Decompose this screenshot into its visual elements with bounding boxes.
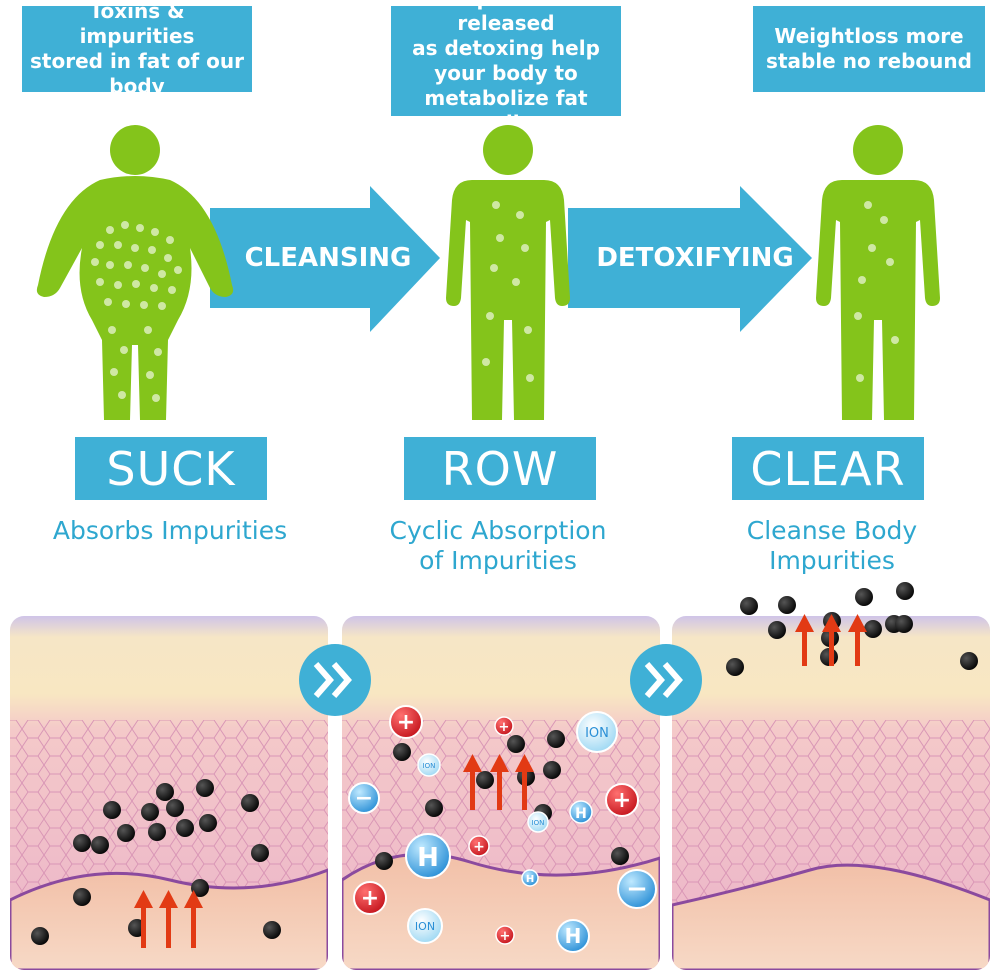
chevron-right-icon	[630, 644, 702, 716]
ion-badges: ION ION ION ION	[407, 711, 618, 944]
up-arrows-clear	[795, 614, 867, 666]
stage-title-clear: CLEAR	[732, 437, 924, 500]
skin-panel-clear	[672, 616, 990, 970]
note-toxins-stored: Toxins & impurities stored in fat of our…	[22, 0, 252, 98]
cleansing-arrow	[210, 186, 440, 332]
svg-text:H: H	[575, 806, 587, 822]
stage-desc-clear: Cleanse Body Impurities	[746, 516, 918, 575]
up-arrows-suck	[134, 890, 203, 948]
chevron-right-icon	[299, 644, 371, 716]
slim-body-figure-3	[816, 125, 940, 420]
svg-text:+: +	[613, 788, 631, 813]
cleansing-label: CLEANSING	[244, 243, 412, 273]
svg-text:+: +	[500, 929, 511, 944]
hydrogen-badges: H H H H	[405, 800, 593, 953]
svg-text:+: +	[361, 886, 379, 911]
minus-ion-badges: − −	[348, 782, 657, 909]
fat-body-dots	[91, 221, 182, 402]
note-impurities-released: Impurities released as detoxing help you…	[391, 0, 621, 135]
svg-text:H: H	[526, 874, 534, 885]
slim-body-dots-2	[482, 201, 534, 382]
detoxifying-arrow	[568, 186, 812, 332]
svg-text:H: H	[417, 843, 439, 873]
svg-text:H: H	[565, 924, 582, 948]
up-arrows-row	[463, 754, 534, 810]
stage-desc-suck: Absorbs Impurities	[52, 516, 288, 545]
svg-text:−: −	[626, 874, 648, 904]
svg-text:ION: ION	[423, 762, 436, 770]
svg-text:ION: ION	[585, 726, 609, 741]
stage-title-row: ROW	[404, 437, 596, 500]
svg-text:+: +	[473, 839, 485, 855]
plus-ion-badges: + + + + + +	[353, 705, 639, 945]
svg-text:−: −	[355, 786, 373, 811]
stage-title-suck: SUCK	[75, 437, 267, 500]
svg-text:+: +	[397, 710, 415, 735]
slim-body-figure-2	[446, 125, 570, 420]
detoxifying-label: DETOXIFYING	[596, 243, 794, 273]
toxin-particles-suck	[31, 779, 281, 945]
svg-text:ION: ION	[415, 920, 435, 933]
fat-body-figure	[36, 125, 234, 420]
svg-text:+: +	[499, 720, 510, 735]
slim-body-dots-3	[854, 201, 899, 382]
svg-text:ION: ION	[532, 819, 545, 827]
note-weightloss: Weightloss more stable no rebound	[753, 6, 985, 92]
stage-desc-row: Cyclic Absorption of Impurities	[389, 516, 607, 575]
